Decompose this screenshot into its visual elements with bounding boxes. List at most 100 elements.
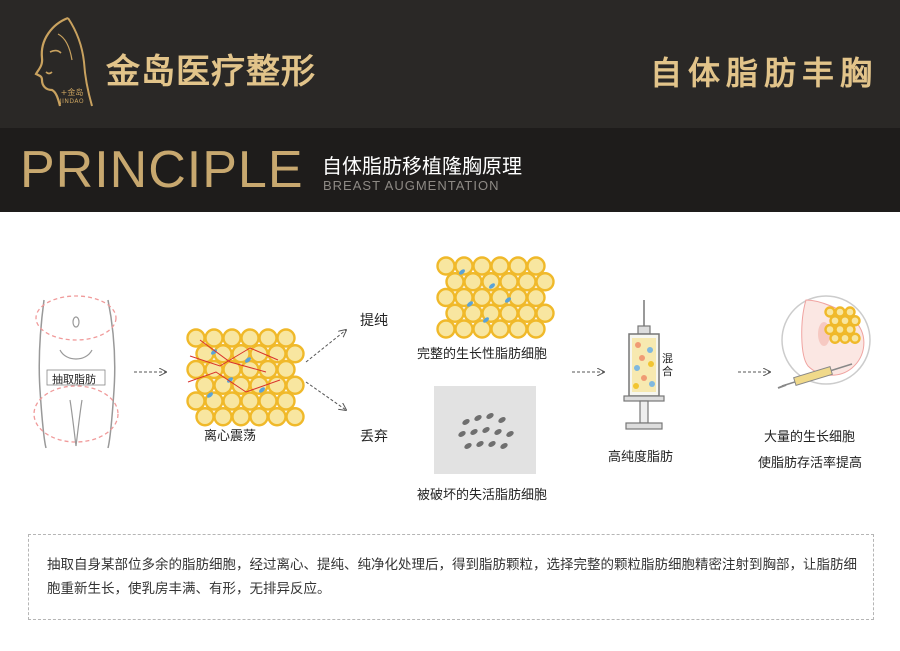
logo-text-en: JINDAO bbox=[59, 98, 85, 105]
fat-cell bbox=[839, 315, 851, 327]
fat-cell bbox=[276, 328, 296, 348]
fat-cell bbox=[454, 319, 474, 339]
header bbox=[0, 0, 900, 128]
fat-cell bbox=[240, 391, 260, 411]
fat-cell bbox=[535, 272, 555, 292]
discard-label: 丢弃 bbox=[360, 429, 388, 445]
fat-cell bbox=[526, 256, 546, 276]
fat-cell bbox=[849, 332, 861, 344]
fat-cell bbox=[472, 319, 492, 339]
fat-cell bbox=[472, 287, 492, 308]
fat-cell bbox=[249, 344, 269, 364]
body-outline-icon bbox=[33, 295, 119, 449]
damaged-cells-label: 被破坏的失活脂肪细胞 bbox=[417, 488, 548, 503]
fat-cell bbox=[258, 328, 278, 348]
fat-cell bbox=[508, 287, 528, 308]
healthy-fat-cells-icon bbox=[436, 256, 555, 339]
fat-cell bbox=[222, 359, 242, 380]
page-heading: 自体脂肪丰胸 bbox=[649, 54, 878, 92]
damaged-fat-cells-icon bbox=[434, 386, 536, 474]
fat-cell bbox=[535, 303, 555, 323]
description-box: 抽取自身某部位多余的脂肪细胞，经过离心、提纯、纯净化处理后，得到脂肪颗粒，选择完… bbox=[28, 534, 874, 620]
fat-cell bbox=[463, 303, 483, 323]
fat-cell bbox=[490, 287, 510, 308]
fat-cell bbox=[517, 272, 537, 292]
fat-cell bbox=[517, 303, 537, 323]
fat-cell bbox=[839, 332, 851, 344]
result-label-line2: 使脂肪存活率提高 bbox=[758, 456, 863, 471]
arrow-to-purify bbox=[305, 330, 346, 363]
fat-cell bbox=[285, 375, 305, 395]
fat-cell bbox=[222, 391, 242, 411]
principle-title-cn: 自体脂肪移植隆胸原理 bbox=[322, 154, 522, 178]
brand-name: 金岛医疗整形 bbox=[106, 52, 316, 92]
fat-cell bbox=[834, 323, 846, 336]
fat-cell bbox=[258, 391, 278, 411]
fat-cell bbox=[526, 287, 546, 308]
blue-particle bbox=[207, 392, 213, 398]
fat-cell bbox=[436, 256, 456, 276]
centrifuge-fat-cells-icon bbox=[186, 328, 305, 427]
fat-cell bbox=[829, 315, 841, 327]
fat-cell bbox=[508, 256, 528, 276]
purify-label: 提纯 bbox=[360, 313, 388, 329]
blue-particle bbox=[259, 387, 265, 393]
blue-particle bbox=[505, 297, 511, 303]
blue-particle bbox=[211, 349, 217, 355]
fat-cell bbox=[445, 303, 465, 323]
fat-cell bbox=[267, 375, 287, 395]
fat-cell bbox=[463, 272, 483, 292]
fat-cell bbox=[267, 407, 287, 427]
result-label-line1: 大量的生长细胞 bbox=[764, 430, 856, 445]
fat-cell bbox=[213, 344, 233, 364]
fat-cell bbox=[508, 319, 528, 339]
fat-cell bbox=[844, 306, 856, 318]
fat-cell bbox=[276, 391, 296, 411]
syringe-icon bbox=[623, 300, 665, 430]
brand-logo-icon bbox=[34, 16, 93, 107]
principle-title: PRINCIPLE bbox=[20, 141, 304, 199]
fat-cell bbox=[186, 391, 206, 411]
fat-cell bbox=[258, 359, 278, 380]
fat-cell bbox=[829, 332, 841, 344]
fat-cell bbox=[499, 303, 519, 323]
blue-particle bbox=[489, 283, 495, 289]
arrow-to-discard bbox=[305, 381, 346, 410]
fat-cell bbox=[849, 315, 861, 327]
fat-cell bbox=[526, 319, 546, 339]
fat-cell bbox=[436, 287, 456, 308]
fat-cell bbox=[186, 359, 206, 380]
fat-cell bbox=[240, 328, 260, 348]
fat-cell bbox=[249, 407, 269, 427]
fat-cell bbox=[195, 375, 215, 395]
red-fiber bbox=[189, 347, 279, 367]
fat-cell bbox=[285, 407, 305, 427]
breast-injection-icon bbox=[777, 295, 871, 389]
fat-cell bbox=[490, 256, 510, 276]
fat-cell bbox=[213, 407, 233, 427]
fat-cell bbox=[204, 328, 224, 348]
fat-cell bbox=[276, 359, 296, 380]
high-purity-fat-label: 高纯度脂肪 bbox=[608, 450, 674, 465]
extract-fat-label: 抽取脂肪 bbox=[52, 373, 96, 386]
fat-cell bbox=[490, 319, 510, 339]
red-fiber bbox=[187, 371, 281, 393]
blue-particle bbox=[467, 301, 473, 307]
red-fiber bbox=[199, 339, 267, 373]
principle-subtitle-en: BREAST AUGMENTATION bbox=[323, 178, 500, 193]
fat-cell bbox=[222, 328, 242, 348]
blue-particle bbox=[245, 357, 251, 363]
healthy-cells-label: 完整的生长性脂肪细胞 bbox=[417, 347, 548, 362]
blue-particle bbox=[227, 377, 233, 383]
fat-cell bbox=[231, 407, 251, 427]
fat-cell bbox=[824, 306, 836, 318]
fat-cell bbox=[285, 344, 305, 364]
mix-label: 混合 bbox=[662, 352, 673, 378]
fat-cell bbox=[834, 306, 846, 318]
blue-particle bbox=[483, 317, 489, 323]
fat-cell bbox=[844, 323, 856, 336]
fat-cell bbox=[499, 272, 519, 292]
blue-particle bbox=[459, 269, 465, 275]
fat-cell bbox=[472, 256, 492, 276]
